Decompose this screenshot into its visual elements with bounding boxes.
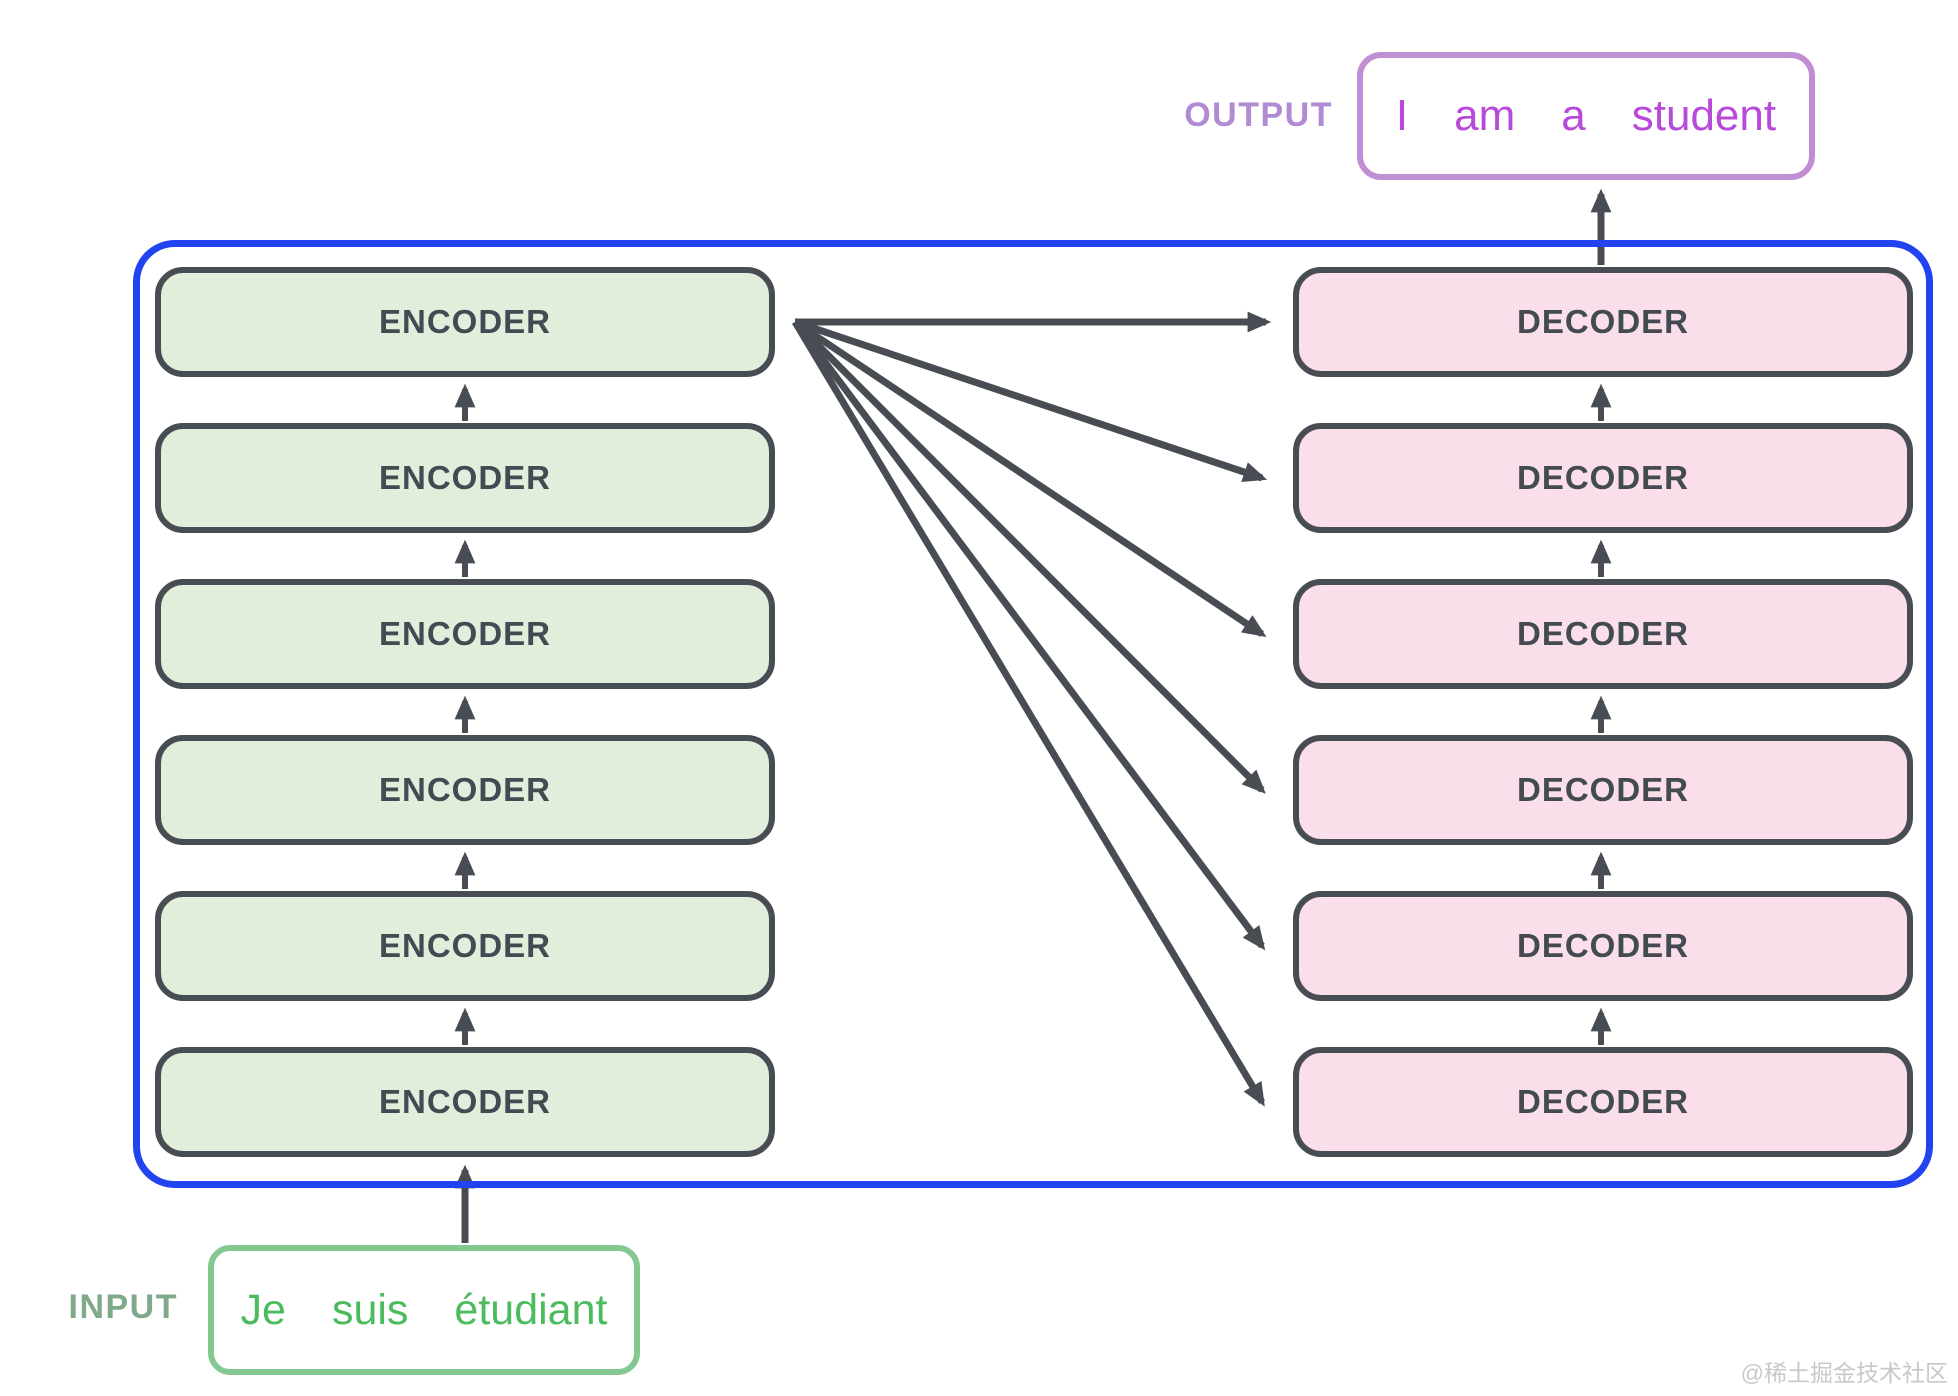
decoder-box-1: DECODER [1293,267,1913,377]
encoder-label: ENCODER [378,303,552,340]
output-label: OUTPUT [1184,96,1333,134]
output-word: student [1631,91,1777,140]
encoder-box-4: ENCODER [155,735,775,845]
model-boundary-frame [133,240,1933,1188]
input-word: Je [240,1285,286,1334]
output-word: a [1561,91,1586,140]
decoder-box-3: DECODER [1293,579,1913,689]
output-word: am [1454,91,1516,140]
decoder-label: DECODER [1516,303,1690,340]
decoder-label: DECODER [1516,1083,1690,1120]
input-word: suis [331,1285,409,1334]
decoder-box-5: DECODER [1293,891,1913,1001]
input-word: étudiant [454,1285,608,1334]
encoder-box-1: ENCODER [155,267,775,377]
decoder-box-2: DECODER [1293,423,1913,533]
watermark: @稀土掘金技术社区 [1740,1360,1948,1386]
encoder-box-6: ENCODER [155,1047,775,1157]
decoder-label: DECODER [1516,459,1690,496]
decoder-box-4: DECODER [1293,735,1913,845]
output-sentence-box: I am a student [1357,52,1815,180]
decoder-label: DECODER [1516,927,1690,964]
encoder-label: ENCODER [378,771,552,808]
encoder-label: ENCODER [378,1083,552,1120]
input-label: INPUT [68,1288,178,1326]
encoder-label: ENCODER [378,927,552,964]
encoder-box-3: ENCODER [155,579,775,689]
encoder-box-5: ENCODER [155,891,775,1001]
encoder-box-2: ENCODER [155,423,775,533]
encoder-label: ENCODER [378,459,552,496]
encoder-label: ENCODER [378,615,552,652]
decoder-label: DECODER [1516,771,1690,808]
output-word: I [1395,91,1409,140]
decoder-box-6: DECODER [1293,1047,1913,1157]
decoder-label: DECODER [1516,615,1690,652]
input-sentence-box: Je suis étudiant [208,1245,640,1375]
